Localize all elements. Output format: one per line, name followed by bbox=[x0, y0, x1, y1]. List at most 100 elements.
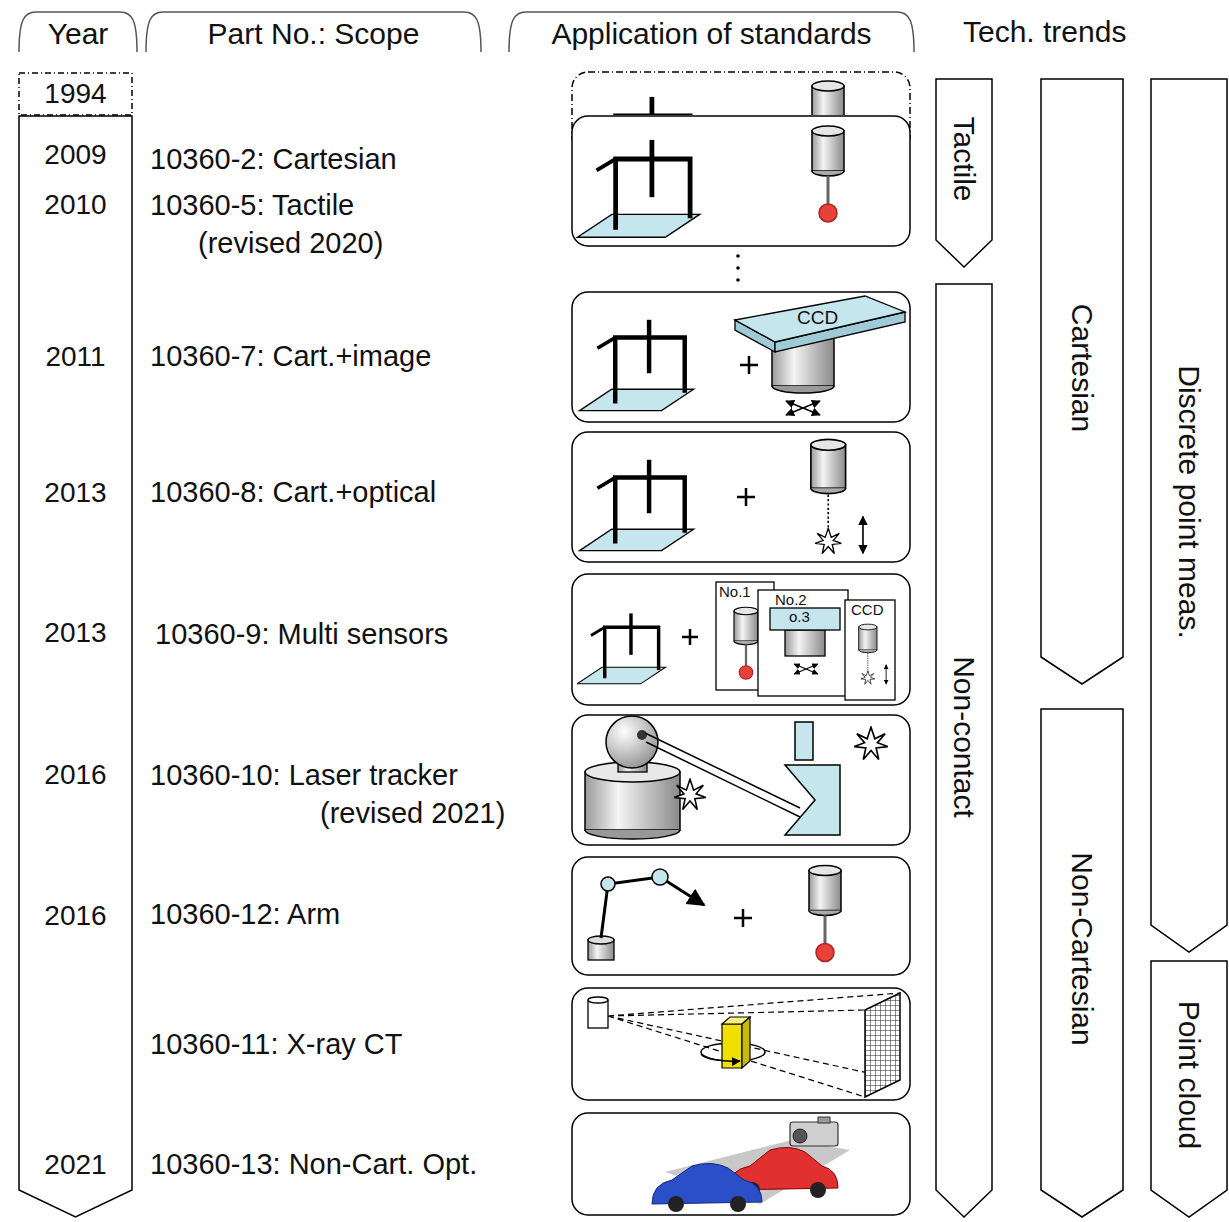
ghost-1994-box-part-part bbox=[577, 97, 699, 115]
arm-box-part bbox=[601, 877, 615, 891]
node-outline-path bbox=[19, 116, 132, 1217]
year-text: 2009 bbox=[44, 139, 106, 171]
part-scope: 10360-12: Arm bbox=[150, 897, 340, 932]
laser-tracker-box-part bbox=[585, 830, 680, 839]
arm-box-part bbox=[652, 869, 668, 885]
image-box-part bbox=[772, 386, 834, 393]
image-box-part bbox=[735, 296, 905, 342]
trend-text: Cartesian bbox=[1065, 303, 1100, 431]
part-scope: 10360-11: X-ray CT bbox=[150, 1027, 403, 1062]
trend-text: Point cloud bbox=[1172, 1001, 1207, 1149]
xray-ct-box-part bbox=[572, 988, 910, 1100]
arm-box-part bbox=[572, 857, 910, 975]
optical-box bbox=[572, 432, 910, 562]
year-text: 2016 bbox=[44, 759, 106, 791]
year-box: 1994 bbox=[18, 72, 133, 116]
ghost-1994-box-part-part bbox=[812, 81, 844, 115]
trend-arrow: Cartesian bbox=[1040, 78, 1124, 685]
part-scope: 10360-9: Multi sensors bbox=[155, 617, 448, 652]
optical-box-part bbox=[580, 460, 694, 551]
trend-text: Non-Cartesian bbox=[1065, 852, 1100, 1045]
header-tab: Year bbox=[18, 10, 138, 52]
tactile-box-part bbox=[572, 116, 910, 246]
multi-sensor-box-part bbox=[758, 590, 848, 696]
trend-arrow: Point cloud bbox=[1150, 960, 1228, 1218]
trend-text: Non-contact bbox=[947, 656, 982, 818]
laser-tracker-box-part bbox=[646, 742, 800, 817]
laser-tracker-box-part bbox=[674, 779, 706, 809]
non-cartesian-box-part bbox=[793, 1129, 807, 1143]
section-heading: Tech. trends bbox=[963, 14, 1126, 50]
tactile-box bbox=[572, 116, 910, 246]
xray-ct-box bbox=[572, 988, 910, 1100]
ellipsis-dots-part bbox=[736, 278, 740, 282]
non-cartesian-box bbox=[572, 1113, 910, 1215]
part-scope: 10360-2: Cartesian bbox=[150, 142, 397, 177]
multi-sensor-box-part bbox=[682, 629, 698, 645]
node-text: 1994 bbox=[44, 78, 106, 110]
laser-tracker-box-part bbox=[795, 722, 813, 760]
sensor-number: CCD bbox=[851, 601, 884, 619]
optical-box-part bbox=[811, 439, 863, 553]
xray-ct-box-part bbox=[588, 1000, 608, 1028]
multi-sensor-box bbox=[572, 574, 910, 705]
header-tab: Application of standards bbox=[508, 10, 915, 52]
optical-box-part bbox=[572, 432, 910, 562]
xray-ct-box-part bbox=[865, 993, 900, 1097]
node-text: Application of standards bbox=[551, 17, 871, 52]
multi-sensor-box-part bbox=[734, 607, 758, 679]
node-outline-path bbox=[936, 284, 992, 1217]
arm-box-part bbox=[734, 909, 752, 927]
laser-tracker-box-part bbox=[606, 716, 658, 768]
arm-box-part bbox=[601, 877, 660, 938]
ghost-1994-box-part bbox=[577, 81, 844, 115]
year-text: 2021 bbox=[44, 1149, 106, 1181]
part-scope: 10360-8: Cart.+optical bbox=[150, 475, 436, 510]
multi-sensor-box-part bbox=[785, 630, 825, 656]
non-cartesian-box-part bbox=[818, 1117, 830, 1123]
sensor-number: No.2 bbox=[775, 591, 807, 609]
multi-sensor-box-part bbox=[577, 613, 665, 683]
tactile-box-part bbox=[577, 140, 699, 237]
laser-tracker-box-part bbox=[637, 730, 647, 740]
laser-tracker-box-part bbox=[854, 727, 887, 759]
laser-tracker-box-part bbox=[645, 733, 800, 808]
arm-box bbox=[572, 857, 910, 975]
node-outline-path bbox=[1041, 709, 1123, 1217]
sensor-tag: CCD bbox=[797, 307, 838, 330]
xray-ct-box-part bbox=[608, 993, 900, 1097]
multi-sensor-box-part bbox=[845, 600, 895, 700]
non-cartesian-box-part bbox=[572, 1113, 910, 1215]
arm-box-part bbox=[809, 866, 841, 962]
part-scope: 10360-13: Non-Cart. Opt. bbox=[150, 1147, 477, 1182]
year-arrow: 20092010201120132013201620162021 bbox=[18, 115, 133, 1218]
non-cartesian-box-part bbox=[652, 1163, 762, 1204]
laser-tracker-box bbox=[572, 715, 910, 845]
multi-sensor-box-part bbox=[770, 608, 840, 630]
multi-sensor-box-part bbox=[859, 624, 886, 684]
node-outline-path bbox=[19, 73, 132, 115]
ellipsis-dots-part bbox=[736, 266, 740, 270]
node-outline-path bbox=[1151, 961, 1227, 1217]
trend-text: Discrete point meas. bbox=[1172, 365, 1207, 638]
trend-text: Tactile bbox=[947, 116, 982, 201]
tactile-box-part bbox=[812, 126, 844, 222]
node-text: Year bbox=[48, 17, 109, 52]
year-text: 2010 bbox=[44, 189, 106, 221]
node-outline bbox=[18, 115, 133, 1218]
node-outline-path bbox=[1041, 79, 1123, 684]
non-cartesian-box-part bbox=[730, 1196, 746, 1212]
multi-sensor-box-part bbox=[794, 664, 818, 674]
part-scope: 10360-7: Cart.+image bbox=[150, 339, 431, 374]
year-text: 2016 bbox=[44, 900, 106, 932]
node-outline-path bbox=[936, 79, 992, 267]
year-text: 2013 bbox=[44, 617, 106, 649]
part-scope: 10360-10: Laser tracker (revised 2021) bbox=[150, 757, 560, 832]
trend-arrow: Non-Cartesian bbox=[1040, 708, 1124, 1218]
year-text: 2011 bbox=[45, 341, 105, 373]
optical-box-part bbox=[737, 488, 755, 506]
xray-ct-box-part bbox=[701, 1054, 740, 1061]
node-text: Part No.: Scope bbox=[208, 17, 420, 52]
ellipsis-dots-part bbox=[736, 254, 740, 258]
